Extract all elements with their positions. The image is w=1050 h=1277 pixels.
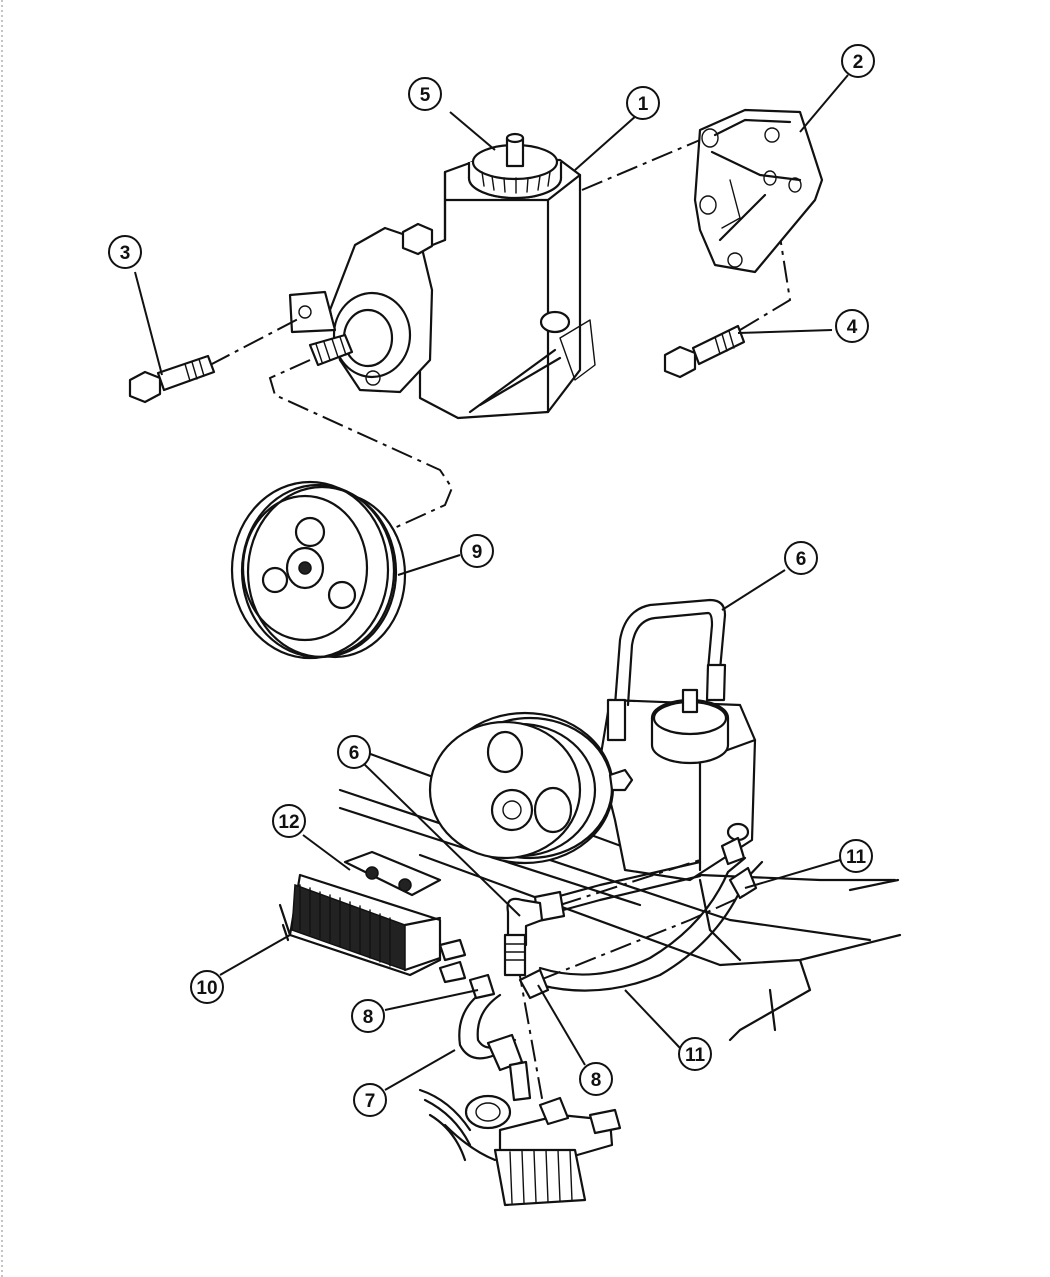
svg-text:6: 6 <box>796 549 807 570</box>
svg-text:1: 1 <box>638 94 649 115</box>
svg-text:5: 5 <box>420 85 431 106</box>
svg-text:4: 4 <box>847 317 858 338</box>
callout-9: 9 <box>460 534 494 568</box>
callout-8-left: 8 <box>351 999 385 1033</box>
callout-1: 1 <box>626 86 660 120</box>
power-steering-cooler <box>278 850 467 984</box>
callout-11-right: 11 <box>839 839 873 873</box>
svg-text:6: 6 <box>349 743 360 764</box>
steering-gear <box>418 1088 622 1207</box>
mounting-bracket <box>693 108 824 274</box>
svg-text:8: 8 <box>363 1007 374 1028</box>
svg-text:2: 2 <box>853 52 864 73</box>
pressure-hose-upper <box>606 598 727 742</box>
svg-text:11: 11 <box>685 1045 706 1066</box>
bolt-3 <box>128 354 216 404</box>
cooler-hose <box>458 968 550 1102</box>
callout-8-right: 8 <box>579 1062 613 1096</box>
svg-text:8: 8 <box>591 1070 602 1091</box>
callout-6-lower: 6 <box>337 735 371 769</box>
guide-line-hose-route-2 <box>539 894 746 981</box>
svg-text:12: 12 <box>278 812 299 833</box>
pressure-hose-fitting <box>503 860 702 977</box>
power-steering-pump <box>288 158 596 420</box>
callout-10: 10 <box>190 970 224 1004</box>
callout-7: 7 <box>353 1083 387 1117</box>
svg-text:11: 11 <box>846 847 867 868</box>
installed-pump-assembly <box>428 688 757 882</box>
callout-3: 3 <box>108 235 142 269</box>
pump-pulley <box>230 480 407 660</box>
svg-text:7: 7 <box>365 1091 376 1112</box>
callout-2: 2 <box>841 44 875 78</box>
bolt-4 <box>663 324 746 379</box>
callout-leaders <box>134 74 849 1091</box>
return-hose <box>538 836 764 992</box>
callout-6-upper: 6 <box>784 541 818 575</box>
reservoir-cap <box>467 132 563 200</box>
callout-11-bottom: 11 <box>678 1037 712 1071</box>
callout-5: 5 <box>408 77 442 111</box>
callout-12: 12 <box>272 804 306 838</box>
guide-line-bolt-3 <box>209 317 301 366</box>
guide-line-bracket <box>581 139 701 191</box>
svg-text:10: 10 <box>196 978 217 999</box>
guide-line-to-gear <box>517 964 546 1116</box>
callout-4: 4 <box>835 309 869 343</box>
svg-text:9: 9 <box>472 542 483 563</box>
svg-text:3: 3 <box>120 243 131 264</box>
guide-line-pulley <box>268 359 454 531</box>
